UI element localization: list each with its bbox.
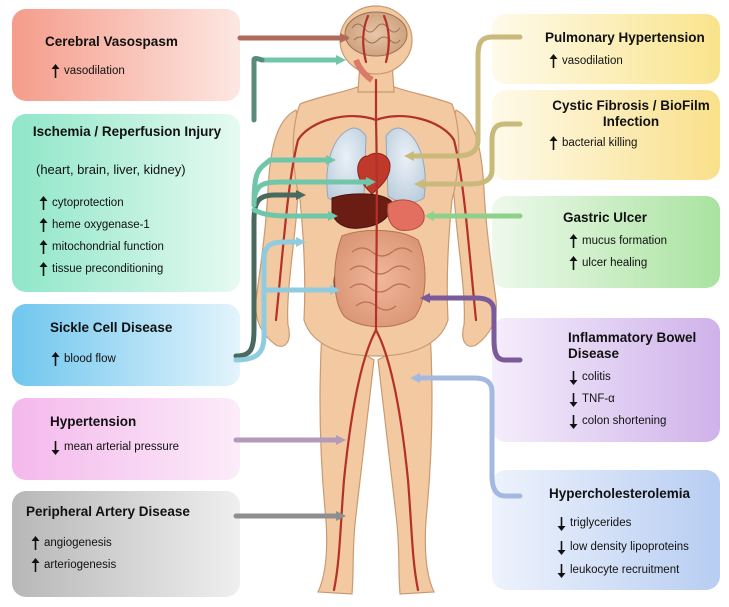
up-arrow-icon xyxy=(50,64,61,79)
up-arrow-icon xyxy=(38,218,49,233)
down-arrow-icon xyxy=(50,440,61,455)
sickle-title: Sickle Cell Disease xyxy=(50,320,172,336)
brain-organ xyxy=(345,12,407,56)
cerebral-item: vasodilation xyxy=(50,64,125,79)
sickle-box-bg xyxy=(12,304,240,386)
ischemia-item-2: heme oxygenase-1 xyxy=(38,218,150,233)
up-arrow-icon xyxy=(548,136,559,151)
pulmonary-box-bg xyxy=(492,14,720,84)
down-arrow-icon xyxy=(568,414,579,429)
hypertension-item: mean arterial pressure xyxy=(50,440,179,455)
hyperchol-title: Hypercholesterolemia xyxy=(549,486,690,502)
up-arrow-icon xyxy=(38,196,49,211)
peripheral-title: Peripheral Artery Disease xyxy=(26,504,190,520)
cerebral-title: Cerebral Vasospasm xyxy=(45,34,178,50)
ischemia-item-4: tissue preconditioning xyxy=(38,262,163,277)
up-arrow-icon xyxy=(38,240,49,255)
intestines-organ xyxy=(335,230,425,326)
gastric-item-1: mucus formation xyxy=(568,234,667,249)
peripheral-item-1: angiogenesis xyxy=(30,536,112,551)
ischemia-item-1: cytoprotection xyxy=(38,196,124,211)
cystic-item: bacterial killing xyxy=(548,136,637,151)
ischemia-subtitle: (heart, brain, liver, kidney) xyxy=(36,162,186,177)
up-arrow-icon xyxy=(548,54,559,69)
down-arrow-icon xyxy=(568,370,579,385)
ibd-item-3: colon shortening xyxy=(568,414,666,429)
ibd-item-2: TNF-α xyxy=(568,392,615,407)
ibd-item-1: colitis xyxy=(568,370,611,385)
cystic-title: Cystic Fibrosis / BioFilm Infection xyxy=(540,98,722,130)
down-arrow-icon xyxy=(556,563,567,578)
down-arrow-icon xyxy=(556,540,567,555)
down-arrow-icon xyxy=(568,392,579,407)
peripheral-item-2: arteriogenesis xyxy=(30,558,116,573)
up-arrow-icon xyxy=(30,536,41,551)
hyperchol-item-3: leukocyte recruitment xyxy=(556,563,679,578)
hyperchol-item-1: triglycerides xyxy=(556,516,631,531)
pulmonary-item: vasodilation xyxy=(548,54,623,69)
sickle-item: blood flow xyxy=(50,352,116,367)
down-arrow-icon xyxy=(556,516,567,531)
hypertension-box-bg xyxy=(12,398,240,480)
up-arrow-icon xyxy=(50,352,61,367)
ischemia-title: Ischemia / Reperfusion Injury xyxy=(22,124,232,140)
up-arrow-icon xyxy=(38,262,49,277)
gastric-item-2: ulcer healing xyxy=(568,256,647,271)
hypertension-title: Hypertension xyxy=(50,414,136,430)
up-arrow-icon xyxy=(568,234,579,249)
ibd-title: Inflammatory Bowel Disease xyxy=(568,330,698,362)
gastric-title: Gastric Ulcer xyxy=(563,210,647,226)
up-arrow-icon xyxy=(568,256,579,271)
pulmonary-title: Pulmonary Hypertension xyxy=(545,30,705,46)
up-arrow-icon xyxy=(30,558,41,573)
hyperchol-item-2: low density lipoproteins xyxy=(556,540,689,555)
ischemia-item-3: mitochondrial function xyxy=(38,240,164,255)
cerebral-box-bg xyxy=(12,9,240,101)
